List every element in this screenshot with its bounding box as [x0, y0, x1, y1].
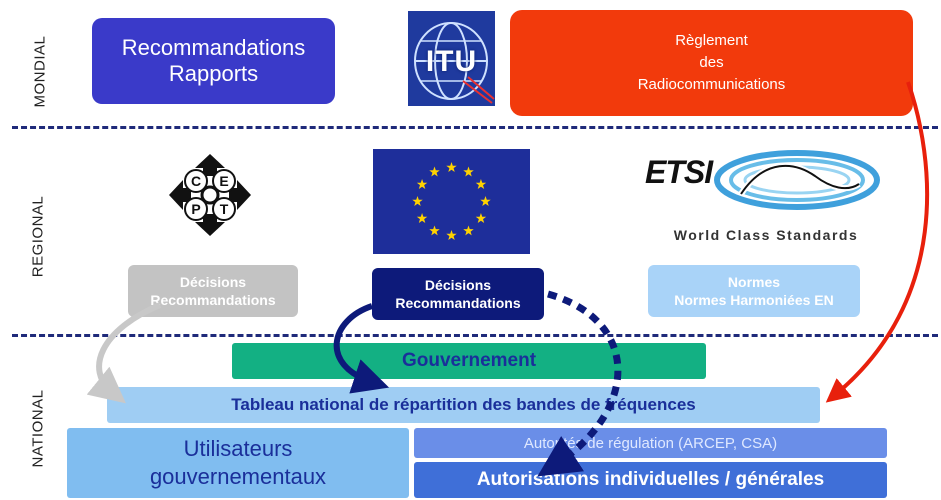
arrow-cept-to-tableau: [86, 302, 162, 404]
zone-label-regional: REGIONAL: [29, 195, 47, 278]
eu-star-icon: [480, 196, 491, 206]
eu-star-icon: [429, 166, 440, 177]
cept-emblem-icon: C E P T: [169, 154, 251, 236]
cept-box-line2: Recommandations: [150, 292, 276, 308]
autorites-box: Autorités de régulation (ARCEP, CSA): [414, 428, 887, 458]
utilisateurs-line2: gouvernementaux: [149, 464, 327, 489]
eu-star-icon: [412, 196, 423, 206]
eu-star-icon: [429, 225, 440, 236]
utilisateurs-box: Utilisateurs gouvernementaux: [67, 428, 409, 498]
itu-box-line1: Recommandations: [121, 35, 306, 60]
eu-star-icon: [416, 213, 428, 223]
etsi-normes-box: Normes Normes Harmoniées EN: [648, 265, 860, 317]
itu-recommandations-box: Recommandations Rapports: [92, 18, 335, 104]
itu-logo-text: ITU: [425, 45, 478, 78]
etsi-box-line2: Normes Harmoniées EN: [674, 292, 834, 308]
utilisateurs-line1: Utilisateurs: [183, 436, 293, 461]
eu-star-icon: [446, 230, 457, 240]
zone-label-national: NATIONAL: [29, 389, 47, 468]
itu-box-line2: Rapports: [168, 61, 259, 86]
gouvernement-label: Gouvernement: [401, 350, 537, 371]
eu-star-icon: [475, 213, 487, 223]
etsi-logo: ETSI: [645, 150, 883, 222]
tableau-national-box: Tableau national de répartition des band…: [107, 387, 820, 423]
zone-label-mondial: MONDIAL: [31, 35, 49, 108]
eu-star-icon: [463, 225, 474, 236]
eu-decisions-box: Décisions Recommandations: [372, 268, 544, 320]
etsi-logo-text: ETSI: [645, 154, 713, 190]
autorisations-box: Autorisations individuelles / générales: [414, 462, 887, 498]
separator-regional-national: [12, 334, 938, 337]
eu-star-icon: [446, 162, 457, 172]
reglement-line2: des: [699, 54, 724, 71]
reglement-radiocommunications-box: Règlement des Radiocommunications: [510, 10, 913, 116]
etsi-box-line1: Normes: [727, 274, 781, 290]
reglement-line3: Radiocommunications: [637, 76, 786, 93]
cept-letter-p: P: [191, 201, 200, 217]
cept-letter-c: C: [191, 173, 201, 189]
itu-globe-icon: [414, 22, 495, 104]
eu-star-icon: [416, 179, 428, 189]
cept-letter-e: E: [219, 173, 228, 189]
cept-letter-t: T: [220, 201, 229, 217]
autorisations-label: Autorisations individuelles / générales: [476, 469, 825, 490]
tableau-label: Tableau national de répartition des band…: [231, 395, 696, 414]
eu-star-icon: [475, 179, 487, 189]
eu-flag: [373, 149, 530, 254]
cept-decisions-box: Décisions Recommandations: [128, 265, 298, 317]
reglement-line1: Règlement: [675, 32, 748, 49]
separator-mondial-regional: [12, 126, 938, 129]
itu-logo: ITU: [408, 11, 495, 106]
cept-logo: C E P T: [165, 150, 255, 240]
cept-box-line1: Décisions: [179, 274, 247, 290]
eu-box-line2: Recommandations: [395, 295, 521, 311]
eu-stars-icon: [412, 162, 491, 240]
eu-box-line1: Décisions: [424, 277, 492, 293]
gouvernement-box: Gouvernement: [232, 343, 706, 379]
autorites-label: Autorités de régulation (ARCEP, CSA): [523, 434, 778, 452]
eu-star-icon: [463, 166, 474, 177]
etsi-tagline: World Class Standards: [673, 227, 859, 243]
